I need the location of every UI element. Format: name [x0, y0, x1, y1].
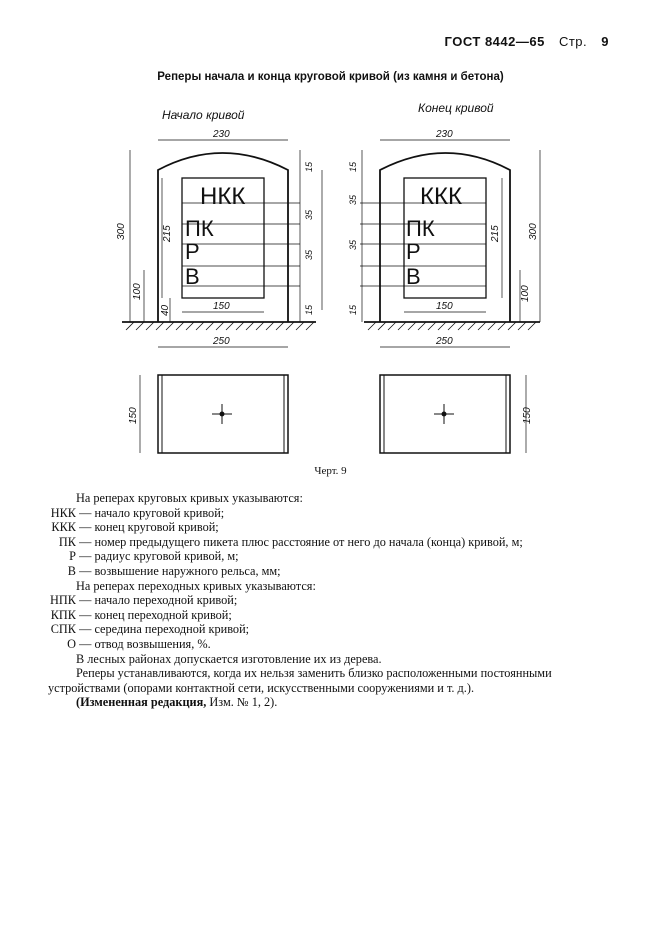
- right-dim-250: 250: [435, 336, 453, 347]
- def-npk: НПК — начало переходной кривой;: [50, 593, 238, 608]
- def-v: В — возвышение наружного рельса, мм;: [67, 563, 281, 578]
- right-dim-300: 300: [528, 223, 539, 240]
- page-label: Стр.: [558, 34, 588, 49]
- standard-number: ГОСТ 8442—65: [444, 34, 545, 49]
- def-o: О — отвод возвышения, %.: [67, 636, 211, 651]
- right-dim-150: 150: [436, 301, 453, 312]
- left-dim-15a: 15: [304, 161, 314, 172]
- def-nkk: НКК — начало круговой кривой;: [50, 505, 225, 520]
- page-header: ГОСТ 8442—65 Стр. 9: [435, 34, 609, 49]
- right-dim-35b: 35: [348, 239, 358, 250]
- left-dim-250: 250: [212, 336, 230, 347]
- right-mark-v: В: [406, 264, 421, 289]
- right-dim-15a: 15: [348, 161, 358, 172]
- right-mark-kkk: ККК: [420, 183, 462, 210]
- left-dim-150: 150: [213, 301, 230, 312]
- right-dim-100: 100: [520, 285, 531, 302]
- right-plate: [403, 177, 487, 299]
- right-dim-35a: 35: [348, 194, 358, 205]
- def-kpk: КПК — конец переходной кривой;: [50, 607, 232, 622]
- paragraph-edit: (Измененная редакция, Изм. № 1, 2).: [76, 695, 278, 710]
- intro-transition: На реперах переходных кривых указываются…: [76, 578, 316, 593]
- left-plan: [157, 374, 289, 454]
- left-mark-pk: ПК: [185, 216, 214, 241]
- figure-caption: Черт. 9: [314, 465, 347, 477]
- left-dim-40: 40: [160, 304, 171, 316]
- left-dim-215: 215: [162, 225, 173, 243]
- right-dim-230: 230: [435, 129, 453, 140]
- right-dim-215: 215: [490, 225, 501, 243]
- left-dim-300: 300: [116, 223, 127, 240]
- paragraph-forest: В лесных районах допускается изготовлени…: [76, 651, 382, 666]
- intro-circular: На реперах круговых кривых указываются:: [76, 491, 303, 505]
- left-stone-outline: [157, 152, 289, 322]
- def-r: Р — радиус круговой кривой, м;: [69, 549, 239, 564]
- page-number: 9: [601, 34, 609, 49]
- right-stone-outline: [379, 152, 511, 322]
- def-spk: СПК — середина переходной кривой;: [50, 622, 250, 637]
- left-plan-dim-150: 150: [128, 407, 139, 424]
- drawing-title: Реперы начала и конца круговой кривой (и…: [157, 71, 504, 83]
- left-plate: [181, 177, 265, 299]
- left-dim-15b: 15: [304, 304, 314, 315]
- body-text: На реперах круговых кривых указываются: …: [48, 491, 618, 710]
- def-kkk: ККК — конец круговой кривой;: [51, 520, 219, 535]
- benchmark-drawing: Начало кривой Конец кривой НКК ПК Р В 23…: [116, 101, 541, 454]
- right-dim-15b: 15: [348, 304, 358, 315]
- left-mark-v: В: [185, 264, 200, 289]
- left-dim-100: 100: [132, 283, 143, 300]
- paragraph-install-2: устройствами (опорами контактной сети, и…: [48, 680, 475, 695]
- def-pk: ПК — номер предыдущего пикета плюс расст…: [58, 534, 523, 549]
- paragraph-install-1: Реперы устанавливаются, когда их нельзя …: [76, 666, 552, 681]
- left-dim-35a: 35: [304, 209, 314, 220]
- left-mark-r: Р: [185, 239, 200, 264]
- right-caption: Конец кривой: [418, 101, 494, 115]
- left-dim-230: 230: [212, 129, 230, 140]
- right-plan: [379, 374, 511, 454]
- right-mark-r: Р: [406, 239, 421, 264]
- left-mark-nkk: НКК: [200, 183, 245, 210]
- left-dim-35b: 35: [304, 249, 314, 260]
- right-plan-dim-150: 150: [522, 407, 533, 424]
- left-caption: Начало кривой: [162, 108, 245, 122]
- right-mark-pk: ПК: [406, 216, 435, 241]
